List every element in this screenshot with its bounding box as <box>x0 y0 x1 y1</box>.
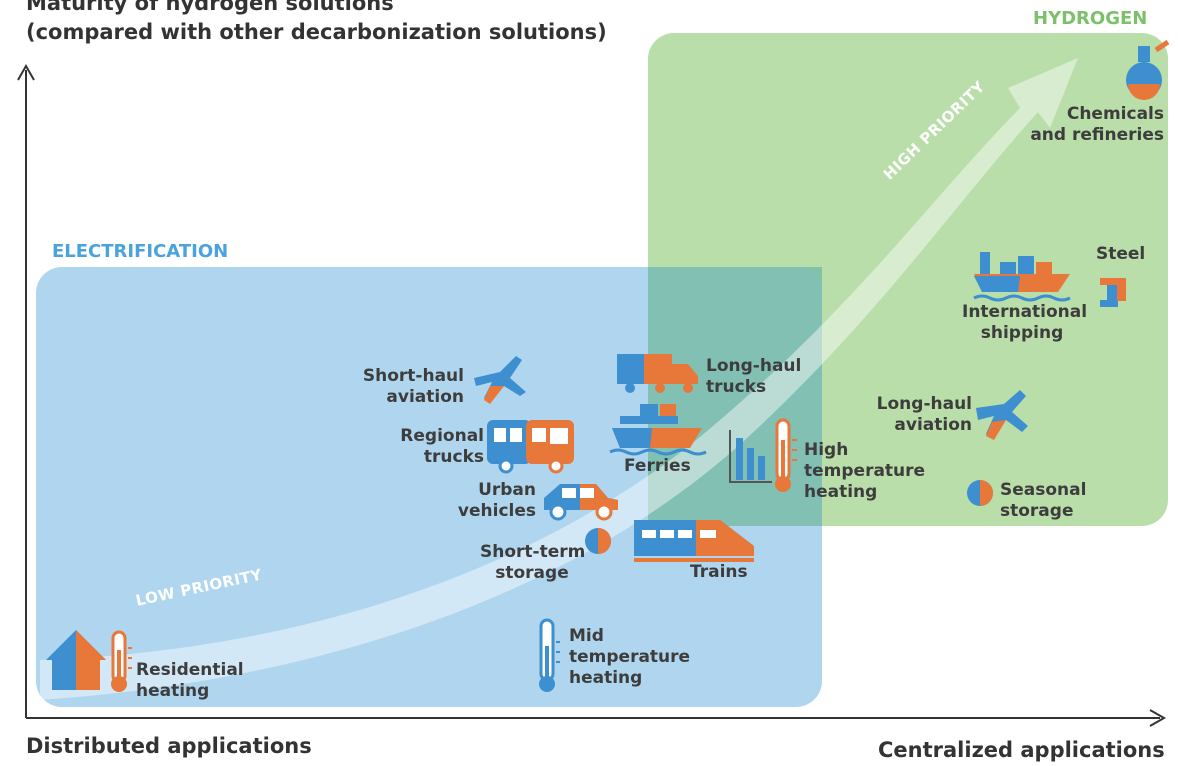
high-temperature-heating-label: High temperature heating <box>804 440 925 503</box>
urban-line1: Urban <box>478 480 536 500</box>
battery-icon <box>967 480 993 506</box>
shorthaul-aviation-line1: Short-haul <box>362 366 464 386</box>
ferries-line1: Ferries <box>624 456 691 476</box>
electrification-label: ELECTRIFICATION <box>52 241 229 262</box>
intl-shipping-line2: shipping <box>980 323 1064 343</box>
longhaul-trucks-label: Long-haul trucks <box>706 356 801 398</box>
chemicals-line2: and refineries <box>1030 125 1164 145</box>
diagram-title-line1: Maturity of hydrogen solutions <box>26 0 394 15</box>
car-icon <box>544 484 618 521</box>
x-axis-right-label: Centralized applications <box>878 738 1165 762</box>
plane-icon-2 <box>976 390 1028 440</box>
high-temp-line1: High <box>804 440 849 460</box>
longhaul-trucks-line2: trucks <box>706 377 767 397</box>
longhaul-trucks-line1: Long-haul <box>706 356 802 376</box>
steel-line1: Steel <box>1096 244 1146 264</box>
thermometer-icon-3 <box>539 618 560 692</box>
mid-temperature-heating-label: Mid temperature heating <box>569 626 690 689</box>
cargo-ship-icon <box>973 252 1071 302</box>
longhaul-aviation-line2: aviation <box>894 415 972 435</box>
longhaul-aviation-label: Long-haul aviation <box>877 394 972 436</box>
trains-line1: Trains <box>690 562 748 582</box>
industrial-bars-icon <box>729 430 772 483</box>
shorthaul-aviation-line2: aviation <box>386 387 464 407</box>
regional-trucks-line1: Regional <box>400 426 484 446</box>
ferries-label: Ferries <box>624 456 691 477</box>
plane-icon <box>474 356 526 404</box>
longhaul-aviation-line1: Long-haul <box>876 394 972 414</box>
seasonal-line1: Seasonal <box>1000 480 1087 500</box>
short-term-storage-label: Short-term storage <box>480 542 586 584</box>
x-axis-left-label: Distributed applications <box>26 734 312 758</box>
high-temp-line3: heating <box>804 482 878 502</box>
seasonal-storage-label: Seasonal storage <box>1000 480 1086 522</box>
residential-line1: Residential <box>136 660 244 680</box>
shortterm-line1: Short-term <box>480 542 586 562</box>
truck-icon <box>617 354 698 393</box>
train-icon <box>634 520 754 562</box>
bus-icon <box>487 420 574 474</box>
high-temp-line2: temperature <box>804 461 926 481</box>
chemicals-line1: Chemicals <box>1066 104 1164 124</box>
residential-heating-label: Residential heating <box>136 660 244 702</box>
flask-icon <box>1126 39 1170 100</box>
hydrogen-label: HYDROGEN <box>1033 8 1148 29</box>
axes <box>17 63 1167 727</box>
regional-trucks-line2: trucks <box>423 447 484 467</box>
seasonal-line2: storage <box>1000 501 1074 521</box>
chemicals-label: Chemicals and refineries <box>1030 104 1164 146</box>
mid-temp-line2: temperature <box>569 647 691 667</box>
steel-label: Steel <box>1096 244 1145 265</box>
shortterm-line2: storage <box>495 563 569 583</box>
intl-shipping-line1: International <box>962 302 1088 322</box>
urban-vehicles-label: Urban vehicles <box>458 480 536 522</box>
mid-temp-line1: Mid <box>569 626 604 646</box>
house-icon <box>46 630 106 690</box>
ferry-icon <box>609 404 707 456</box>
battery-icon-2 <box>585 528 611 554</box>
residential-line2: heating <box>136 681 210 701</box>
steel-beam-icon <box>1100 278 1126 307</box>
thermometer-icon-2 <box>111 630 132 692</box>
thermometer-icon <box>775 418 797 492</box>
international-shipping-label: International shipping <box>962 302 1088 344</box>
trains-label: Trains <box>690 562 748 583</box>
diagram-title-line2: (compared with other decarbonization sol… <box>26 20 607 44</box>
urban-line2: vehicles <box>457 501 536 521</box>
shorthaul-aviation-label: Short-haul aviation <box>363 366 464 408</box>
mid-temp-line3: heating <box>569 668 643 688</box>
regional-trucks-label: Regional trucks <box>400 426 484 468</box>
